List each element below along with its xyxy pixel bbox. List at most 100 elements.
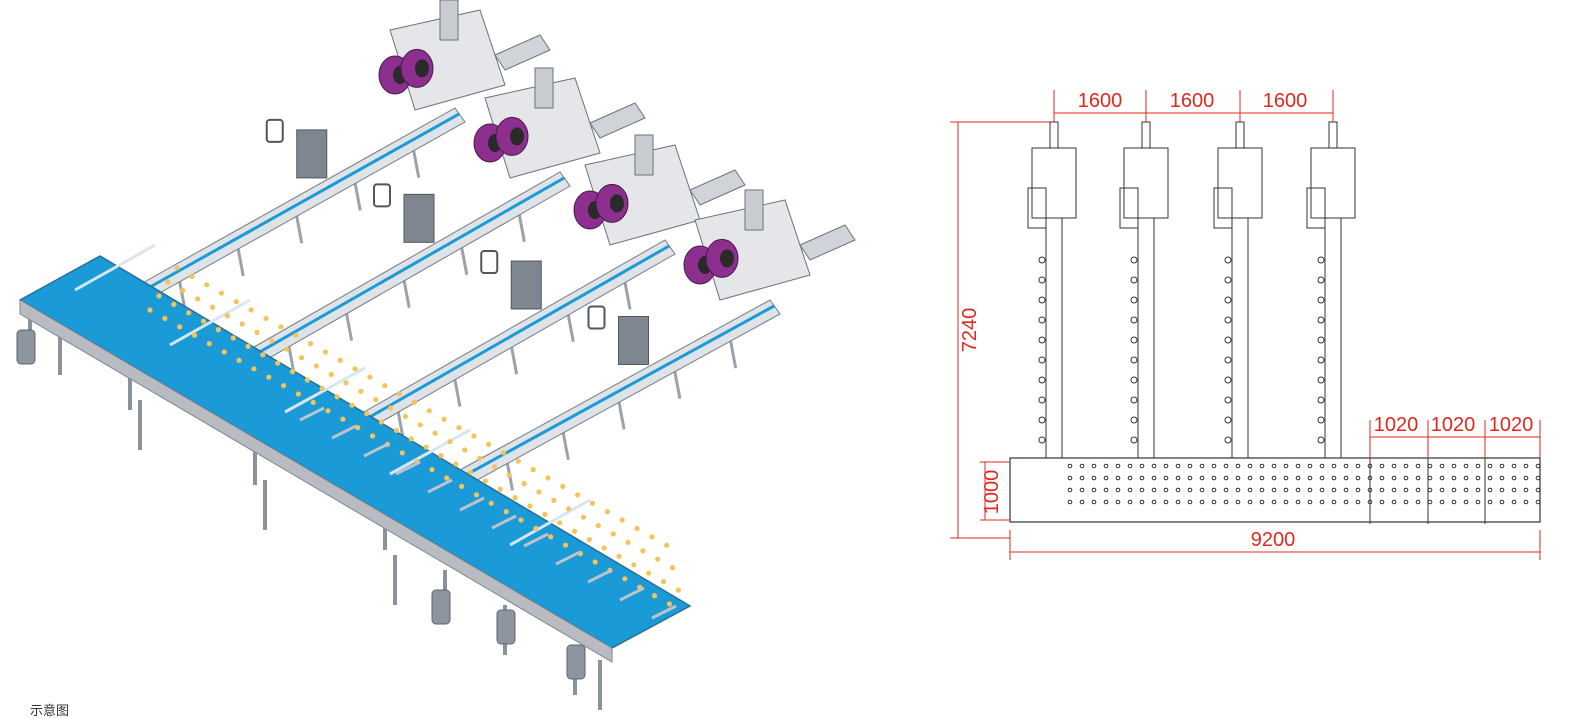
plan-product xyxy=(1307,487,1313,493)
plan-product xyxy=(1331,475,1337,481)
film-roll-core-1-2 xyxy=(415,59,429,78)
product-item xyxy=(601,545,607,551)
plan-product xyxy=(1307,475,1313,481)
plan-roller xyxy=(1130,396,1138,404)
plan-product xyxy=(1247,475,1253,481)
plan-product xyxy=(1379,487,1385,493)
dim-module-1: 1020 xyxy=(1374,414,1419,436)
product-item xyxy=(399,450,405,456)
plan-product xyxy=(1163,475,1169,481)
plan-product xyxy=(1415,463,1421,469)
diverter-arm-1 xyxy=(299,406,325,422)
product-item xyxy=(530,467,536,473)
plan-product xyxy=(1127,463,1133,469)
product-item xyxy=(328,371,334,377)
plan-product xyxy=(1295,463,1301,469)
plan-product xyxy=(1343,499,1349,505)
product-item xyxy=(551,497,557,503)
plan-product xyxy=(1511,475,1517,481)
plan-product xyxy=(1499,475,1505,481)
plan-product xyxy=(1379,463,1385,469)
drive-motor-1 xyxy=(16,329,36,365)
product-item xyxy=(319,385,325,391)
product-item xyxy=(260,352,266,358)
plan-product xyxy=(1475,499,1481,505)
product-item xyxy=(200,318,207,324)
plan-roller xyxy=(1038,396,1046,404)
plan-roller xyxy=(1224,296,1232,304)
plan-product xyxy=(1199,475,1205,481)
product-item xyxy=(592,559,598,565)
product-item xyxy=(441,416,447,422)
plan-product xyxy=(1451,463,1457,469)
plan-film-2 xyxy=(1119,187,1139,229)
plan-roller xyxy=(1130,296,1138,304)
plan-head-1 xyxy=(1031,147,1077,219)
belt-joint-2 xyxy=(169,298,251,347)
plan-product xyxy=(1511,463,1517,469)
branch-belt-strip-3 xyxy=(353,244,670,428)
plan-roller xyxy=(1038,276,1046,284)
plan-product xyxy=(1187,499,1193,505)
plan-product xyxy=(1163,499,1169,505)
product-item xyxy=(664,542,670,548)
product-item xyxy=(263,315,269,321)
wrapper-column-1 xyxy=(439,0,459,41)
plan-product xyxy=(1271,475,1277,481)
wrapper-column-4 xyxy=(744,189,764,231)
plan-product xyxy=(1439,499,1445,505)
branch-belt-strip-1 xyxy=(133,112,460,298)
dim-length-total: 9200 xyxy=(1251,529,1296,551)
plan-roller xyxy=(1038,356,1046,364)
product-item xyxy=(156,293,162,299)
plan-roller xyxy=(1317,316,1325,324)
product-item xyxy=(438,453,444,459)
plan-product xyxy=(1247,463,1253,469)
plan-product xyxy=(1463,487,1469,493)
product-item xyxy=(649,534,655,540)
isometric-line-render xyxy=(16,0,856,710)
film-roll-core-3-2 xyxy=(610,194,624,213)
plan-roller xyxy=(1130,436,1138,444)
plan-product xyxy=(1319,499,1325,505)
plan-roller xyxy=(1224,276,1232,284)
plan-product xyxy=(1247,499,1253,505)
product-item xyxy=(456,425,462,431)
figure-caption: 示意图 xyxy=(30,703,70,718)
plan-product xyxy=(1391,475,1397,481)
plan-product xyxy=(1103,487,1109,493)
product-item xyxy=(640,548,646,554)
plan-product xyxy=(1475,463,1481,469)
flow-wrap-machines xyxy=(265,0,856,365)
plan-product xyxy=(1079,463,1085,469)
diverter-arm-9 xyxy=(555,550,581,566)
product-item xyxy=(379,419,385,425)
product-item xyxy=(254,329,260,335)
plan-product xyxy=(1163,463,1169,469)
hmi-screen-4 xyxy=(587,305,606,330)
product-item xyxy=(447,439,453,445)
dim-width-base: 1000 xyxy=(981,470,1003,515)
product-item xyxy=(453,461,459,467)
plan-product xyxy=(1259,463,1265,469)
product-item xyxy=(622,576,628,582)
plan-product xyxy=(1139,475,1145,481)
plan-product xyxy=(1499,463,1505,469)
plan-roller xyxy=(1317,376,1325,384)
plan-product xyxy=(1523,463,1529,469)
plan-product xyxy=(1199,487,1205,493)
product-item xyxy=(655,556,661,562)
plan-product xyxy=(1103,499,1109,505)
plan-product xyxy=(1523,499,1529,505)
product-item xyxy=(515,458,521,464)
plan-product xyxy=(1451,487,1457,493)
product-item xyxy=(388,405,394,411)
plan-roller xyxy=(1130,336,1138,344)
product-item xyxy=(545,475,551,481)
plan-roller xyxy=(1224,336,1232,344)
plan-product xyxy=(1499,499,1505,505)
plan-roller xyxy=(1130,316,1138,324)
plan-product xyxy=(1331,463,1337,469)
product-item xyxy=(571,528,578,534)
plan-product xyxy=(1211,499,1217,505)
